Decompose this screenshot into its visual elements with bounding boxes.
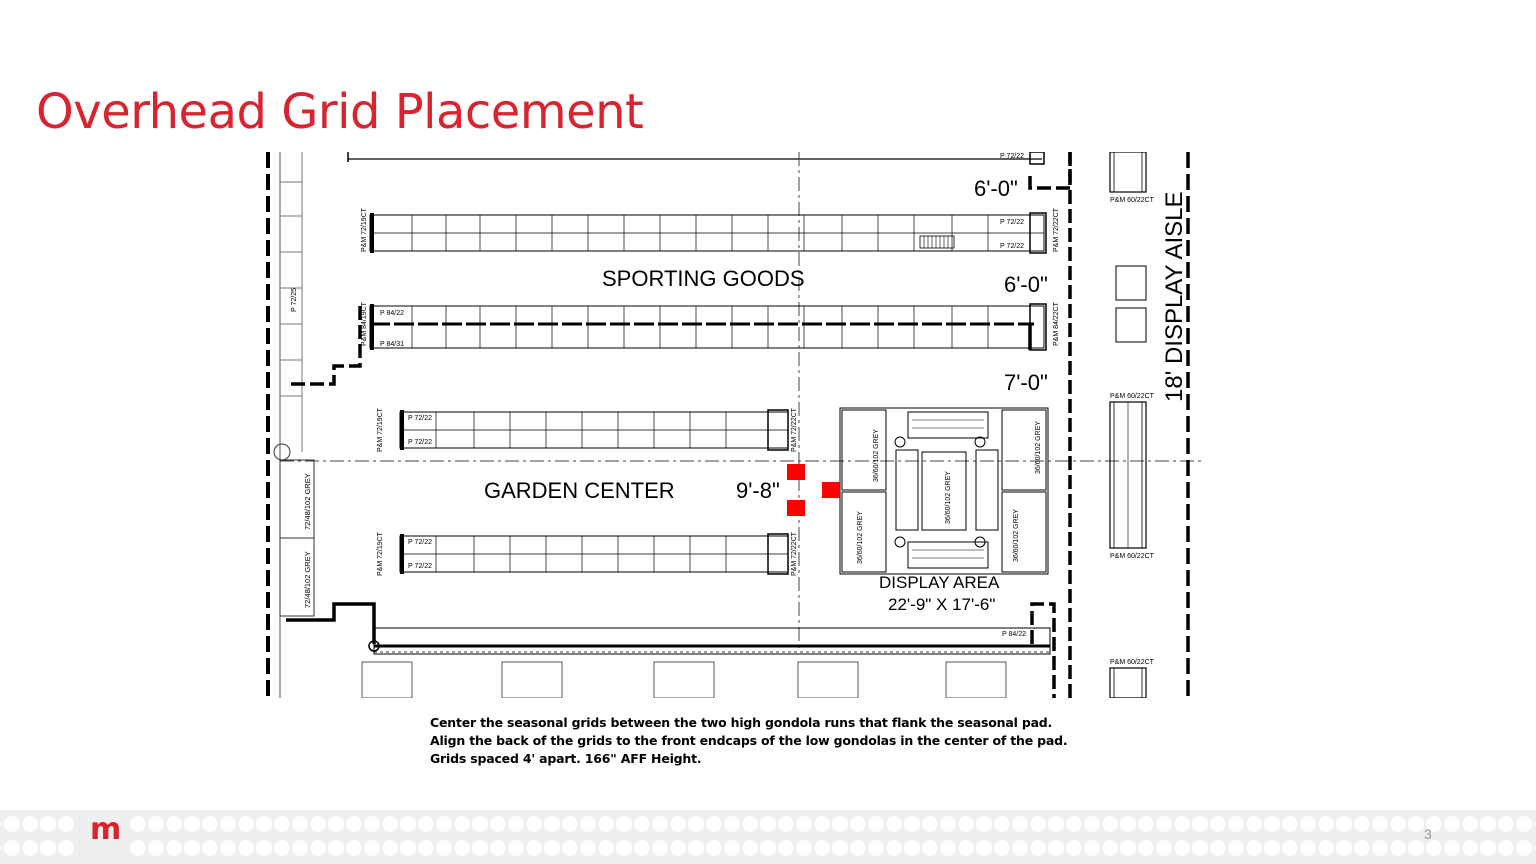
r3-tag-bottom: P 72/22 <box>408 439 432 446</box>
page-number: 3 <box>1424 826 1432 842</box>
note-line-1: Center the seasonal grids between the tw… <box>430 715 1053 730</box>
gondola-row-2: P&M 84/19CT P&M 84/22CT P 84/22 P 84/31 <box>361 301 1060 351</box>
brand-logo: m <box>90 812 122 847</box>
bottom-tag: P 84/22 <box>1002 631 1026 638</box>
area-display-size: 22'-9" X 17'-6" <box>888 595 995 614</box>
pallet-grey-2: 36/60/102 GREY <box>857 511 864 564</box>
r2-end: P&M 84/19CT <box>361 301 368 346</box>
dim-garden: 9'-8" <box>736 478 780 503</box>
grid-marker-3 <box>822 482 840 498</box>
r1-end-right: P&M 72/22CT <box>1053 207 1060 252</box>
r2-tag-top: P 84/22 <box>380 310 404 317</box>
left-grey-1: 72/48/102 GREY <box>303 473 312 530</box>
dim-top: 6'-0" <box>974 176 1018 201</box>
left-tag: P 72/25 <box>291 288 298 312</box>
area-garden-center: GARDEN CENTER <box>484 478 675 503</box>
right-pm-4: P&M 60/22CT <box>1110 659 1155 666</box>
grid-marker-2 <box>787 500 805 516</box>
r3-end: P&M 72/19CT <box>377 407 384 452</box>
pallet-grey-4: 36/60/102 GREY <box>1035 421 1042 474</box>
aisle-fixtures: P&M 60/22CT P&M 60/22CT P&M 60/22CT P&M … <box>1109 152 1155 698</box>
left-fixture-2 <box>279 537 315 617</box>
r4-tag-bottom: P 72/22 <box>408 563 432 570</box>
pallet-grey-3: 36/60/102 GREY <box>945 471 952 524</box>
area-sporting-goods: SPORTING GOODS <box>602 266 805 291</box>
grid-marker-1 <box>787 464 805 480</box>
note-line-2: Align the back of the grids to the front… <box>430 733 1068 748</box>
pallet-grey-5: 36/60/102 GREY <box>1013 509 1020 562</box>
gondola-row-3: P&M 72/19CT P&M 72/22CT P 72/22 P 72/22 <box>377 407 798 452</box>
right-pm-1: P&M 60/22CT <box>1110 197 1155 204</box>
r4-tag-top: P 72/22 <box>408 539 432 546</box>
display-area-pad: 36/60/102 GREY 36/60/102 GREY 36/60/102 … <box>839 407 1049 614</box>
right-pm-2: P&M 60/22CT <box>1110 393 1155 400</box>
dim-middle: 6'-0" <box>1004 272 1048 297</box>
note-line-3: Grids spaced 4' apart. 166" AFF Height. <box>430 751 702 766</box>
right-pm-3: P&M 60/22CT <box>1110 553 1155 560</box>
gondola-row-4: P&M 72/19CT P&M 72/22CT P 72/22 P 72/22 <box>377 531 798 576</box>
area-display: DISPLAY AREA <box>879 573 1000 592</box>
pallet-grey-1: 36/60/102 GREY <box>873 429 880 482</box>
footer-band <box>0 810 1536 864</box>
r3-end-right: P&M 72/22CT <box>791 407 798 452</box>
r2-end-right: P&M 84/22CT <box>1053 301 1060 346</box>
floor-plan: P 72/25 72/48/102 GREY 72/48/102 GREY P … <box>262 152 1202 698</box>
r4-end-right: P&M 72/22CT <box>791 531 798 576</box>
bottom-gondola-run: P 84/22 <box>286 602 1056 698</box>
r1-tag-bottom: P 72/22 <box>1000 243 1024 250</box>
placement-notes: Center the seasonal grids between the tw… <box>430 714 1068 768</box>
display-aisle-label: 18' DISPLAY AISLE <box>1161 192 1188 403</box>
r2-tag-bottom: P 84/31 <box>380 341 404 348</box>
r4-end: P&M 72/19CT <box>377 531 384 576</box>
gondola-row-1: P&M 72/19CT P&M 72/22CT P 72/22 P 72/22 <box>361 207 1060 254</box>
left-grey-2: 72/48/102 GREY <box>303 551 312 608</box>
r1-end: P&M 72/19CT <box>361 207 368 252</box>
slide-title: Overhead Grid Placement <box>36 84 644 140</box>
r1-tag-top: P 72/22 <box>1000 219 1024 226</box>
top-tag: P 72/22 <box>1000 153 1024 160</box>
footer-dot-pattern <box>4 816 1532 856</box>
dim-lower: 7'-0" <box>1004 370 1048 395</box>
r3-tag-top: P 72/22 <box>408 415 432 422</box>
